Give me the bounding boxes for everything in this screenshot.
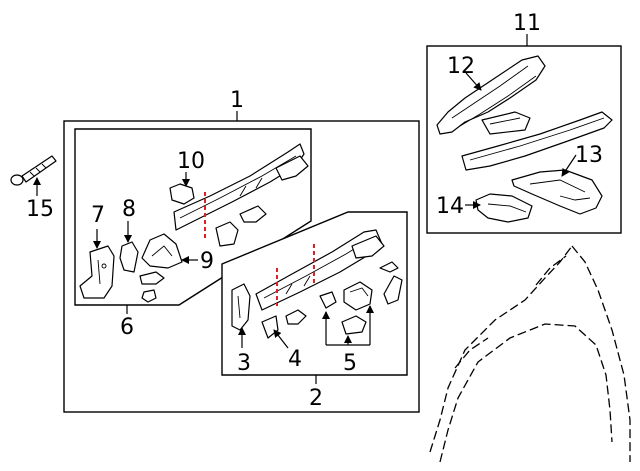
- callout-13: 13: [575, 143, 603, 168]
- callout-8: 8: [122, 197, 136, 222]
- part-2-rail: [255, 229, 385, 311]
- part-11-upper-rail: [461, 111, 613, 171]
- part-10-bracket: [169, 183, 195, 205]
- callout-14: 14: [436, 194, 464, 219]
- callout-1: 1: [230, 88, 244, 113]
- part-13-bracket: [511, 169, 603, 215]
- part-14-brace: [475, 193, 533, 223]
- part-6-rail: [173, 143, 309, 231]
- part-6-clip-and-nut: [139, 271, 165, 303]
- part-3-pillar: [231, 283, 251, 331]
- part-8-bracket: [119, 241, 139, 273]
- callout-11: 11: [513, 11, 541, 36]
- part-5-brackets: [319, 281, 373, 335]
- callout-9: 9: [200, 249, 214, 274]
- callout-7: 7: [91, 203, 105, 228]
- callout-6: 6: [120, 315, 134, 340]
- callout-12: 12: [447, 54, 475, 79]
- part-12-apron-reinforcement: [436, 55, 546, 135]
- fender-phantom-outline: [429, 245, 631, 463]
- callout-10: 10: [177, 149, 205, 174]
- part-6-small-brackets: [215, 205, 267, 247]
- callout-15: 15: [26, 197, 54, 222]
- callout-5: 5: [343, 351, 357, 376]
- part-7-panel: [79, 245, 115, 299]
- callout-2: 2: [309, 386, 323, 411]
- part-9-bracket: [141, 233, 183, 269]
- callout-4: 4: [288, 347, 302, 372]
- part-15-bolt: [10, 155, 57, 186]
- part-2-right-brackets: [379, 261, 403, 305]
- callout-3: 3: [237, 351, 251, 376]
- part-2-small-clip: [285, 309, 307, 325]
